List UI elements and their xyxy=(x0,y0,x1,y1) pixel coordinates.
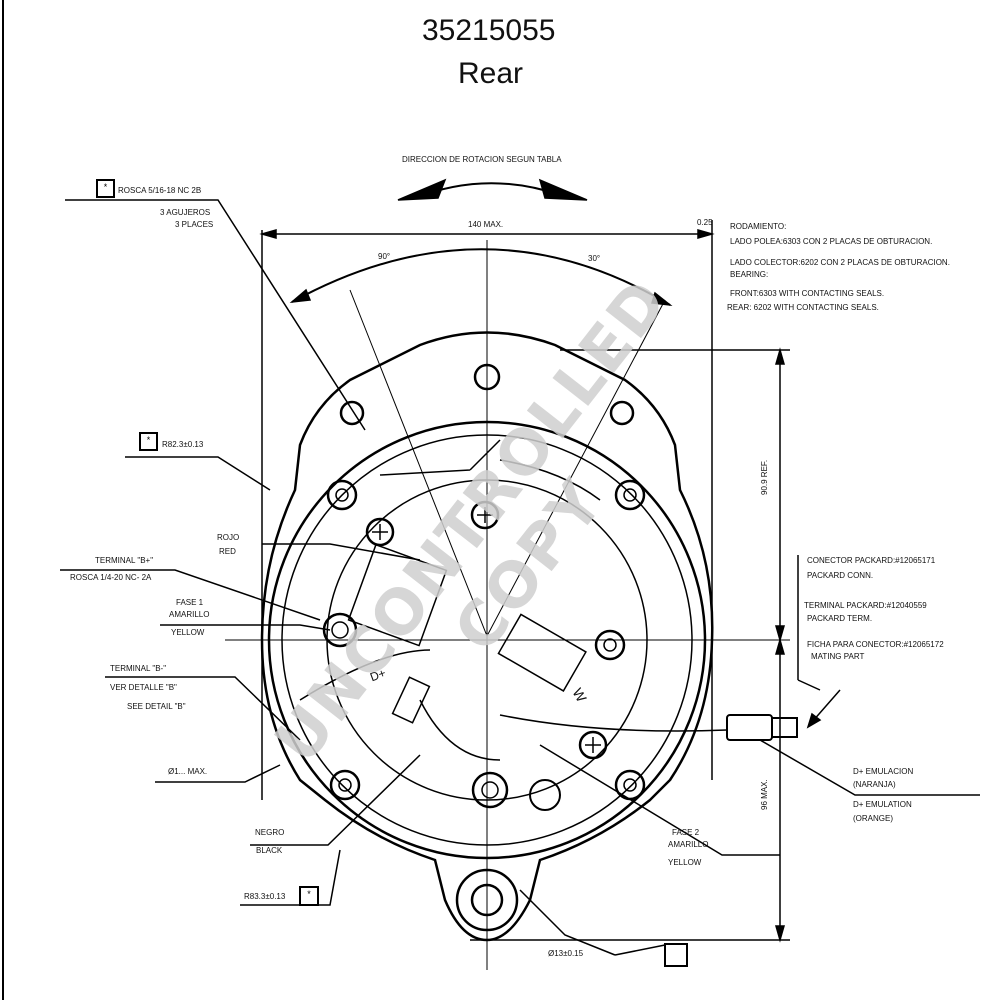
height-max-label: 96 MAX. xyxy=(760,779,769,810)
phase2-es-label: AMARILLO xyxy=(668,840,709,849)
radius2-marker-box: * xyxy=(299,886,319,906)
terminal-en-label: PACKARD TERM. xyxy=(807,614,873,623)
radius-marker-box: * xyxy=(139,432,158,451)
bearing-en-rear: REAR: 6202 WITH CONTACTING SEALS. xyxy=(727,303,879,312)
phase1-es-label: AMARILLO xyxy=(169,610,210,619)
angle-right-label: 30° xyxy=(588,254,601,263)
red-es-label: ROJO xyxy=(217,533,240,542)
terminal-es-label: TERMINAL PACKARD:#12040559 xyxy=(804,601,927,610)
detail-es-label: VER DETALLE "B" xyxy=(110,683,177,692)
max-width-label: 140 MAX. xyxy=(468,220,504,229)
phase1-label: FASE 1 xyxy=(176,598,204,607)
red-en-label: RED xyxy=(219,547,236,556)
dplus-es-color-label: (NARANJA) xyxy=(853,780,896,789)
view-title: Rear xyxy=(458,57,524,90)
radius1-label: R82.3±0.13 xyxy=(162,440,204,449)
radius2-label: R83.3±0.13 xyxy=(244,892,286,901)
mating-es-label: FICHA PARA CONECTOR:#12065172 xyxy=(807,640,944,649)
dplus-en-label: D+ EMULATION xyxy=(853,800,912,809)
dia-bottom-label: Ø13±0.15 xyxy=(548,949,584,958)
dia-max-label: Ø1... MAX. xyxy=(168,767,208,776)
phase1-en-label: YELLOW xyxy=(171,628,205,637)
connector-en-label: PACKARD CONN. xyxy=(807,571,874,580)
dplus-es-label: D+ EMULACION xyxy=(853,767,914,776)
bearing-es-front: LADO POLEA:6303 CON 2 PLACAS DE OBTURACI… xyxy=(730,237,933,246)
height-ref-label: 90.9 REF. xyxy=(760,459,769,495)
phase2-en-label: YELLOW xyxy=(668,858,702,867)
connector-es-label: CONECTOR PACKARD:#12065171 xyxy=(807,556,936,565)
bearing-en-title: BEARING: xyxy=(730,270,769,279)
rotation-label: DIRECCION DE ROTACION SEGUN TABLA xyxy=(402,155,562,164)
offset-label: 0.25 xyxy=(697,218,713,227)
bearing-en-front: FRONT:6303 WITH CONTACTING SEALS. xyxy=(730,289,885,298)
bearing-es-rear: LADO COLECTOR:6202 CON 2 PLACAS DE OBTUR… xyxy=(730,258,950,267)
holes-es-label: 3 AGUJEROS xyxy=(160,208,211,217)
thread-label: ROSCA 5/16-18 NC 2B xyxy=(118,186,202,195)
part-number: 35215055 xyxy=(422,14,556,47)
holes-en-label: 3 PLACES xyxy=(175,220,214,229)
black-es-label: NEGRO xyxy=(255,828,285,837)
datum-box xyxy=(664,943,688,967)
b-minus-label: TERMINAL "B-" xyxy=(110,664,167,673)
b-plus-thread-label: ROSCA 1/4-20 NC- 2A xyxy=(70,573,152,582)
angle-left-label: 90° xyxy=(378,252,391,261)
black-en-label: BLACK xyxy=(256,846,283,855)
thread-marker-box: * xyxy=(96,179,115,198)
dplus-en-color-label: (ORANGE) xyxy=(853,814,893,823)
b-plus-label: TERMINAL "B+" xyxy=(95,556,154,565)
detail-en-label: SEE DETAIL "B" xyxy=(127,702,186,711)
phase2-label: FASE 2 xyxy=(672,828,700,837)
mating-en-label: MATING PART xyxy=(811,652,865,661)
bearing-es-title: RODAMIENTO: xyxy=(730,222,787,231)
